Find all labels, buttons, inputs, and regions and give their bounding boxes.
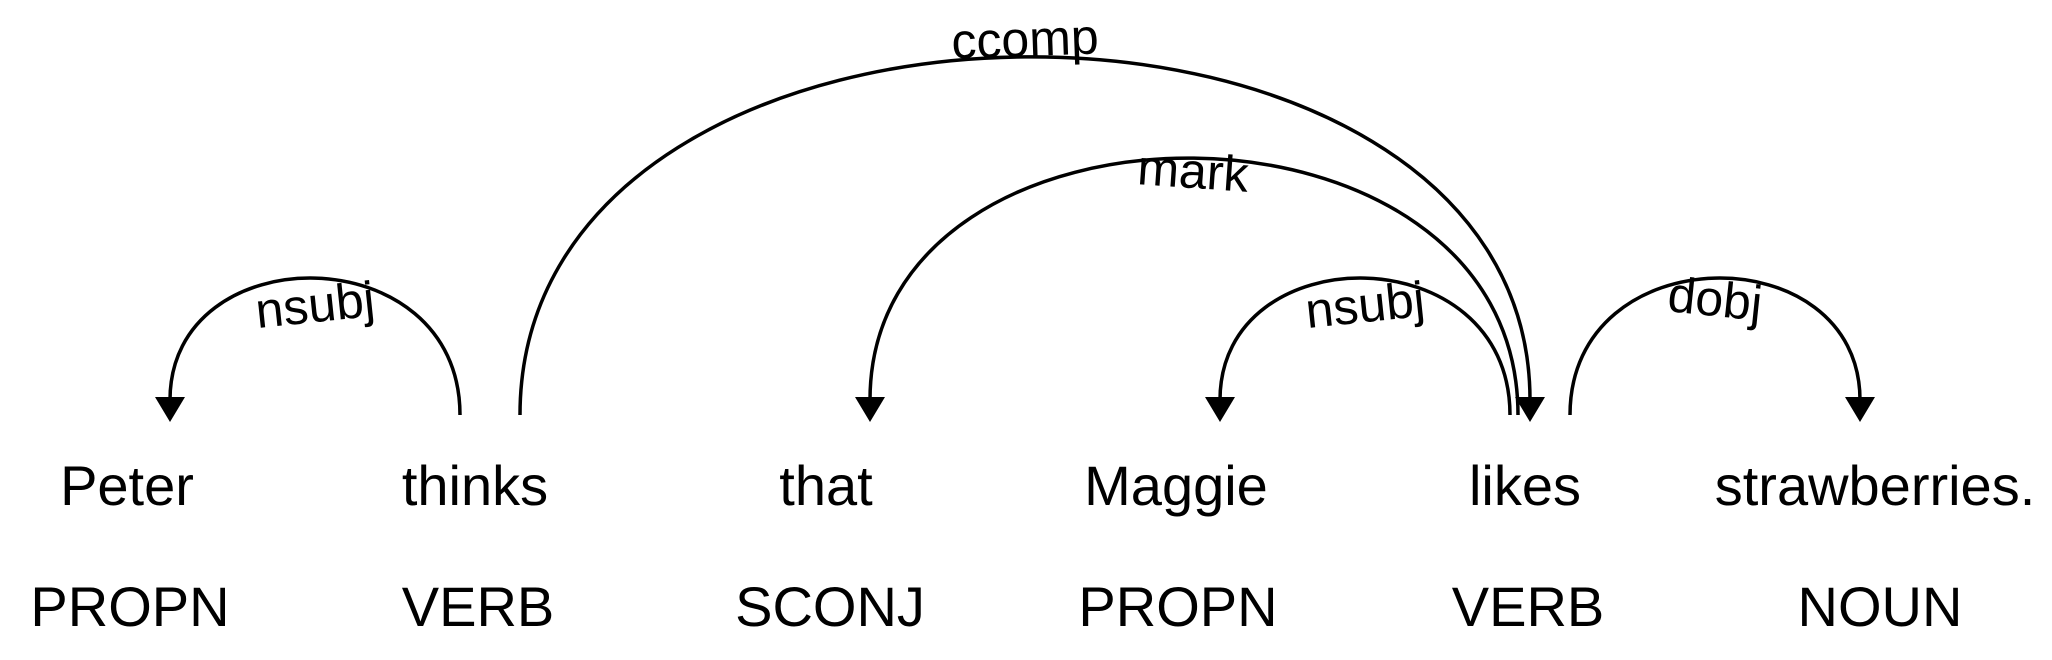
arrowhead (855, 397, 885, 422)
token-word: likes (1469, 454, 1581, 517)
token-word: that (779, 454, 873, 517)
pos-tag: SCONJ (735, 575, 925, 638)
token-word: thinks (402, 454, 548, 517)
pos-tag: PROPN (1078, 575, 1277, 638)
arc-nsubj-thinks-peter: nsubj (155, 271, 462, 422)
arc-dobj-likes-strawberries: dobj (1568, 266, 1875, 422)
arc-nsubj-likes-maggie: nsubj (1205, 271, 1512, 422)
token-word: strawberries. (1715, 454, 2036, 517)
arc-label: dobj (1665, 266, 1765, 332)
pos-row: PROPN VERB SCONJ PROPN VERB NOUN (30, 575, 1962, 638)
arc-line (1568, 276, 1862, 416)
token-word: Maggie (1084, 454, 1268, 517)
arrowhead (155, 397, 185, 422)
token-row: Peter thinks that Maggie likes strawberr… (60, 454, 2035, 517)
arc-label: nsubj (253, 271, 378, 339)
arrowhead (1515, 397, 1545, 422)
arc-mark-likes-that: mark (855, 139, 1520, 422)
pos-tag: VERB (402, 575, 555, 638)
arc-ccomp-thinks-likes: ccomp (518, 8, 1545, 422)
pos-tag: PROPN (30, 575, 229, 638)
arc-line (1218, 276, 1512, 416)
pos-tag: NOUN (1798, 575, 1963, 638)
pos-tag: VERB (1452, 575, 1605, 638)
token-word: Peter (60, 454, 194, 517)
arc-line (168, 276, 462, 416)
arrowhead (1205, 397, 1235, 422)
arc-label: mark (1136, 139, 1252, 203)
arrowhead (1845, 397, 1875, 422)
arc-line (868, 156, 1520, 416)
arc-line (518, 55, 1532, 416)
arc-label: nsubj (1303, 271, 1428, 339)
arc-label: ccomp (950, 8, 1099, 69)
